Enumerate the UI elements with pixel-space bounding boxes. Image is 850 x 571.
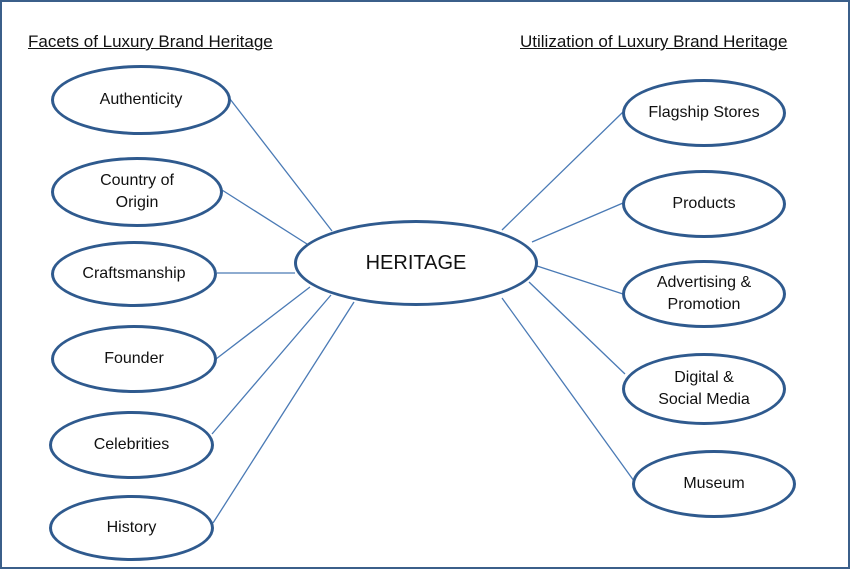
facet-node-celebrities: Celebrities <box>49 411 214 479</box>
connector-line <box>215 286 311 360</box>
utilization-node-advertising-promotion: Advertising & Promotion <box>622 260 786 328</box>
connector-line <box>221 189 308 245</box>
connector-line <box>212 301 355 524</box>
utilization-node-products: Products <box>622 170 786 238</box>
connector-line <box>229 98 333 232</box>
utilization-heading: Utilization of Luxury Brand Heritage <box>520 32 788 51</box>
facet-node-history: History <box>49 495 214 561</box>
utilization-node-museum: Museum <box>632 450 796 518</box>
connector-line <box>211 294 332 435</box>
connector-line <box>531 202 624 243</box>
facet-node-craftsmanship: Craftsmanship <box>51 241 217 307</box>
utilization-node-flagship-stores: Flagship Stores <box>622 79 786 147</box>
facet-node-country-of-origin: Country of Origin <box>51 157 223 227</box>
connector-line <box>501 111 624 231</box>
facets-heading: Facets of Luxury Brand Heritage <box>28 32 273 51</box>
connector-line <box>501 297 635 482</box>
heritage-node: HERITAGE <box>294 220 538 306</box>
utilization-node-digital-social-media: Digital & Social Media <box>622 353 786 425</box>
connector-line <box>528 281 626 375</box>
facet-node-authenticity: Authenticity <box>51 65 231 135</box>
connector-line <box>536 265 624 295</box>
facet-node-founder: Founder <box>51 325 217 393</box>
